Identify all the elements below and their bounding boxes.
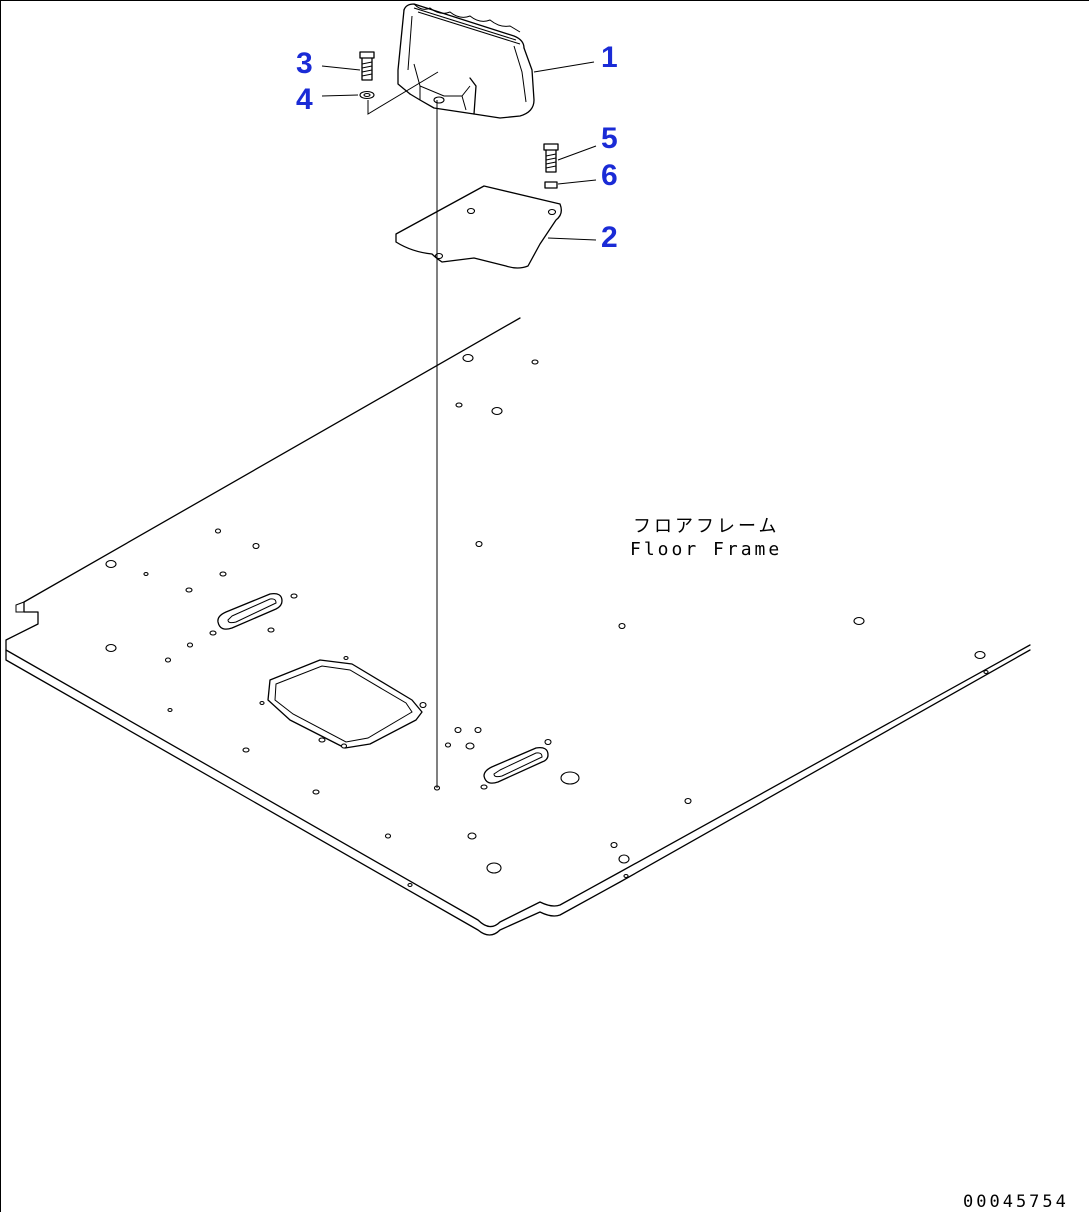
floor-hole (188, 643, 193, 647)
floor-slot-left (218, 594, 282, 630)
floor-hole (456, 403, 462, 407)
floor-hole (487, 863, 501, 873)
floor-hole (243, 748, 249, 752)
floor-hole (492, 408, 502, 415)
floor-hole (344, 657, 348, 660)
floor-hole (685, 799, 691, 804)
part-5-bolt (544, 144, 558, 172)
floor-hole (220, 572, 226, 576)
floor-hole (106, 645, 116, 652)
floor-hole (268, 628, 274, 632)
floor-slot-right (484, 748, 548, 784)
floor-hole (619, 855, 629, 863)
floor-hole (545, 740, 551, 745)
floor-hole (463, 355, 473, 362)
callout-2: 2 (601, 221, 618, 254)
floor-hole (481, 785, 487, 789)
floor-hole (260, 702, 264, 705)
floor-hole (420, 703, 426, 708)
callout-5: 5 (601, 122, 618, 155)
floor-hole (144, 573, 148, 576)
drawing-number: 00045754 (963, 1192, 1069, 1212)
floor-hole (210, 631, 216, 635)
floor-frame-label-en: Floor Frame (630, 539, 783, 560)
floor-hole (291, 594, 297, 598)
floor-frame-plate (6, 318, 1030, 935)
floor-hole (216, 529, 221, 533)
floor-hole (475, 728, 481, 733)
floor-hole (166, 658, 171, 662)
floor-hole (476, 542, 482, 547)
floor-hole (975, 652, 985, 659)
floor-hole (532, 360, 538, 364)
floor-hole (386, 834, 391, 838)
floor-hole (186, 588, 192, 592)
floor-hole (408, 884, 412, 887)
callout-4: 4 (296, 83, 313, 116)
floor-hole (455, 728, 461, 733)
floor-hole (253, 544, 259, 549)
floor-hole (619, 624, 625, 629)
floor-opening (268, 660, 422, 748)
floor-hole (984, 671, 988, 674)
callout-3: 3 (296, 47, 313, 80)
floor-holes (106, 355, 988, 887)
callout-1: 1 (601, 41, 618, 74)
floor-hole (446, 743, 451, 747)
floor-opening-inner (275, 666, 412, 742)
floor-hole (624, 875, 628, 878)
part-1-tray (368, 4, 534, 118)
callout-6: 6 (601, 159, 618, 192)
part-2-plate (396, 186, 561, 268)
floor-hole (854, 618, 864, 625)
part-6-washer (545, 182, 557, 188)
floor-hole (466, 743, 474, 749)
floor-hole (342, 744, 347, 748)
floor-hole (106, 561, 116, 568)
floor-frame-label-jp: フロアフレーム (633, 516, 780, 537)
floor-hole (319, 738, 325, 742)
part-3-bolt (360, 52, 374, 80)
floor-hole (611, 843, 617, 848)
floor-hole (313, 790, 319, 794)
floor-hole (168, 709, 172, 712)
floor-hole (468, 833, 476, 839)
leader-lines (322, 62, 596, 240)
floor-hole (561, 772, 579, 784)
